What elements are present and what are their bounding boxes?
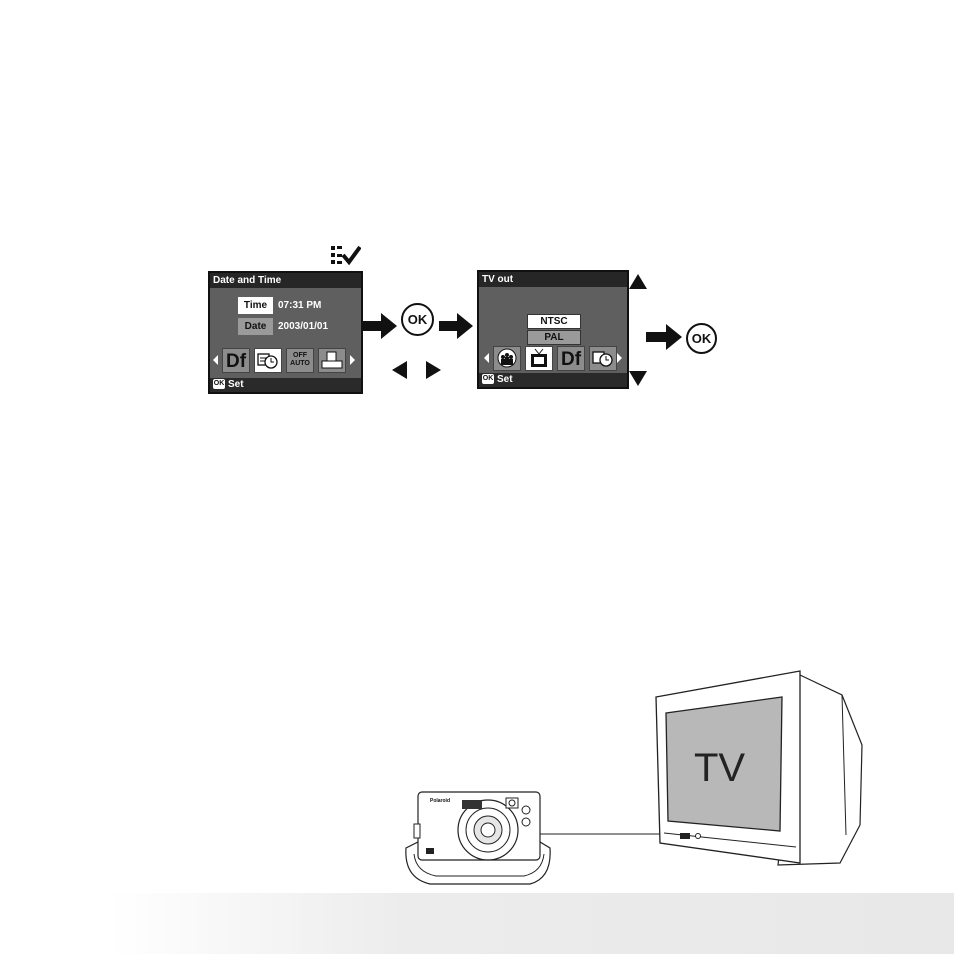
right-arrow-icon[interactable] (617, 353, 622, 363)
right-triangle-icon[interactable] (426, 361, 441, 379)
df-text: Df (226, 351, 246, 372)
df-icon[interactable]: Df (557, 346, 585, 371)
date-time-icon[interactable] (589, 346, 617, 371)
setup-menu-icon (331, 244, 361, 266)
television-icon (526, 347, 552, 370)
ok-badge: OK (482, 374, 494, 384)
screen-title: TV out (479, 272, 627, 287)
right-pointing-arrow-icon (361, 313, 397, 339)
date-time-screen: Date and Time Time 07:31 PM Date 2003/01… (208, 271, 363, 394)
tv-icon[interactable] (525, 346, 553, 371)
df-text: Df (561, 349, 581, 370)
calendar-clock-icon (590, 347, 616, 370)
right-pointing-arrow-icon (439, 313, 473, 339)
print-icon[interactable] (318, 348, 346, 373)
ok-button[interactable]: OK (401, 303, 434, 336)
time-label[interactable]: Time (238, 297, 273, 314)
group-icon (494, 347, 520, 370)
left-arrow-icon[interactable] (213, 355, 218, 365)
df-icon[interactable]: Df (222, 348, 250, 373)
right-pointing-arrow-icon (646, 324, 682, 350)
pal-option[interactable]: PAL (527, 330, 581, 345)
camera-brand: Polaroid (430, 798, 450, 804)
page-footer-band (110, 893, 954, 954)
ok-badge: OK (213, 379, 225, 389)
auto-text: AUTO (290, 360, 310, 367)
tv-label: TV (694, 746, 745, 791)
footer-set-label: Set (228, 379, 244, 390)
footer-set-label: Set (497, 374, 513, 385)
right-arrow-icon[interactable] (350, 355, 355, 365)
date-value: 2003/01/01 (278, 318, 328, 335)
down-triangle-icon[interactable] (629, 371, 647, 386)
off-text: OFF (293, 352, 307, 359)
left-triangle-icon[interactable] (392, 361, 407, 379)
tv-illustration (650, 665, 870, 870)
up-triangle-icon[interactable] (629, 274, 647, 289)
left-arrow-icon[interactable] (484, 353, 489, 363)
printer-icon (319, 349, 345, 372)
time-value: 07:31 PM (278, 297, 321, 314)
date-time-icon[interactable] (254, 348, 282, 373)
ntsc-option[interactable]: NTSC (527, 314, 581, 329)
camera-dock-illustration (400, 780, 560, 892)
screen-title: Date and Time (210, 273, 361, 288)
date-label[interactable]: Date (238, 318, 273, 335)
calendar-clock-icon (255, 349, 281, 372)
ok-button[interactable]: OK (686, 323, 717, 354)
people-icon[interactable] (493, 346, 521, 371)
power-off-auto-icon[interactable]: OFF AUTO (286, 348, 314, 373)
